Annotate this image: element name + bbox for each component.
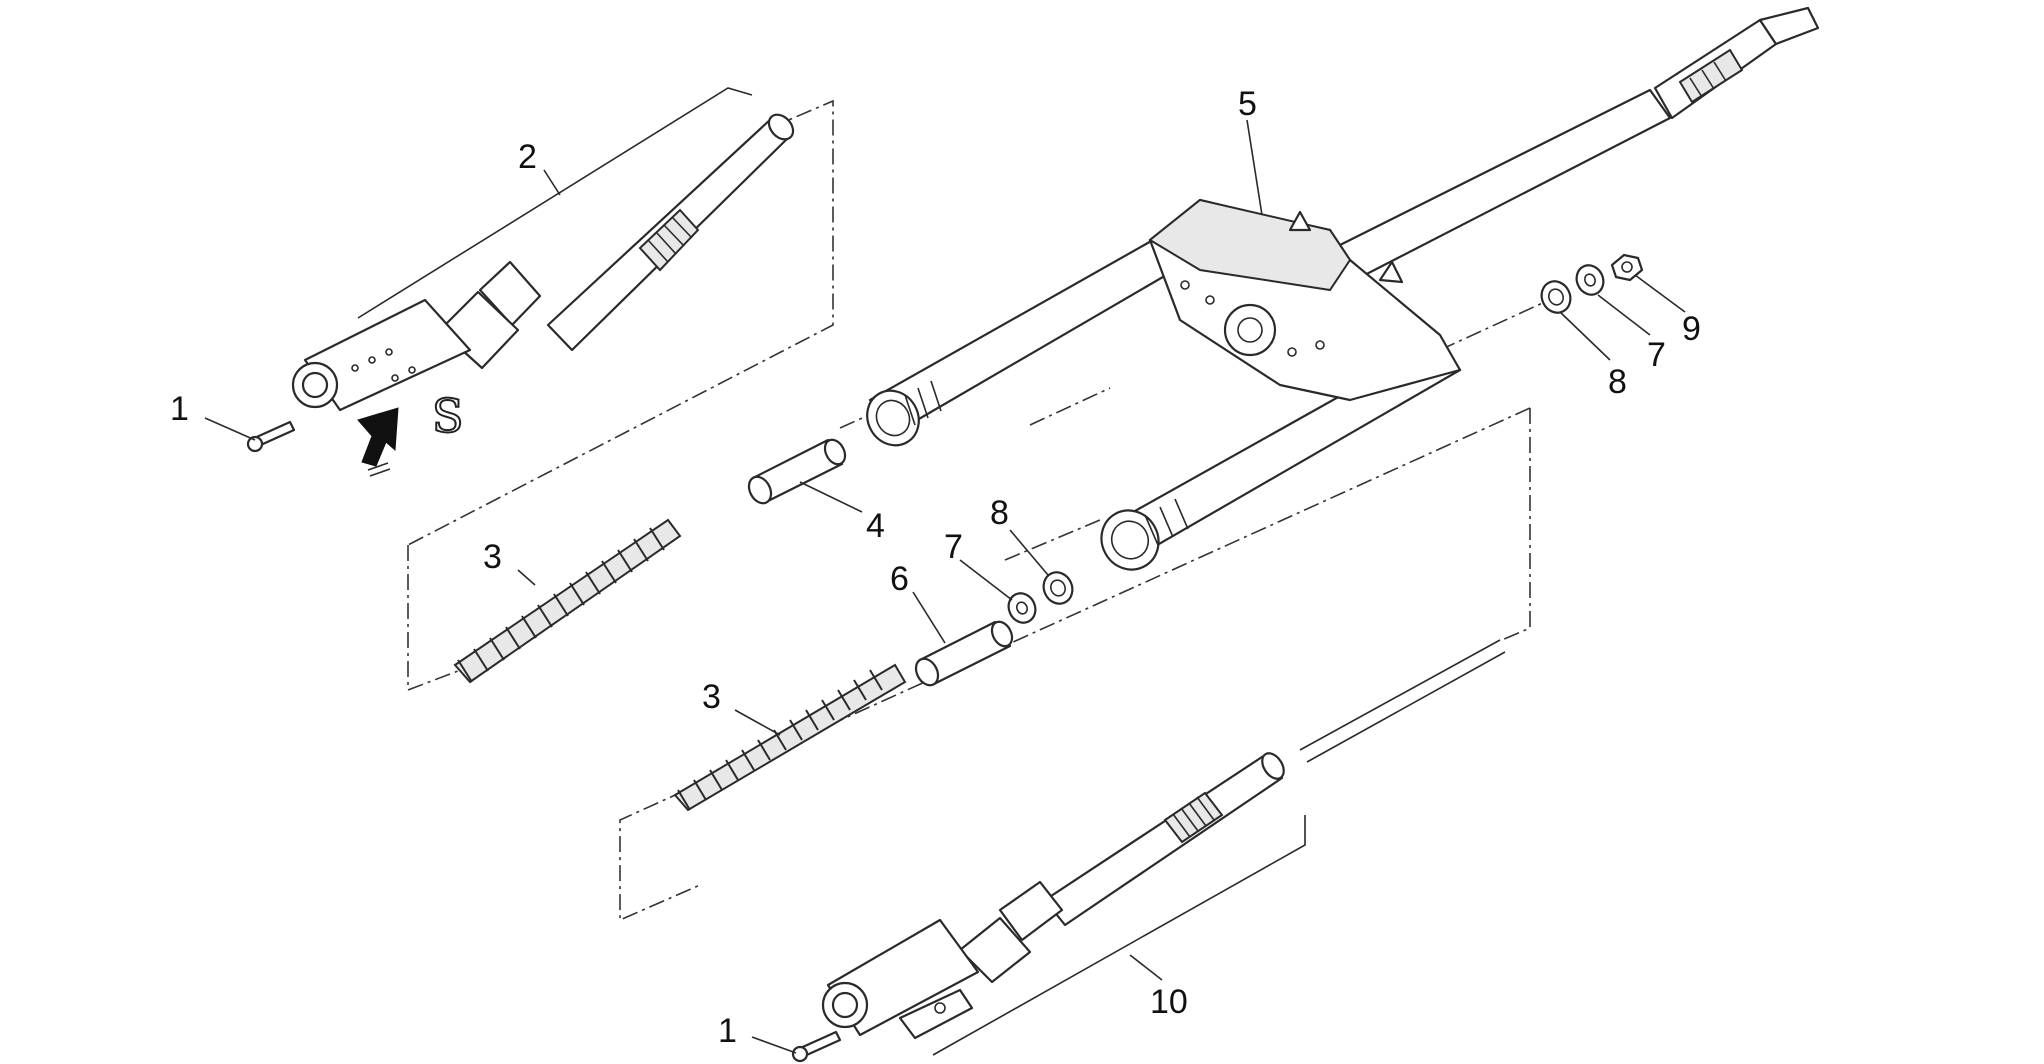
callout-1-lower: 1 [718, 1012, 737, 1050]
callout-8-upper: 8 [1608, 363, 1627, 401]
alignment-lines [407, 99, 1561, 922]
spring-upper [453, 518, 682, 684]
fork-leg-upper [291, 113, 795, 412]
callout-8-lower: 8 [990, 494, 1009, 532]
washer-8-upper [1540, 280, 1572, 314]
callout-labels: 1 2 3 4 5 6 7 8 3 8 7 9 10 1 [170, 85, 1701, 1050]
callout-3-upper: 3 [483, 538, 502, 576]
callout-1-upper: 1 [170, 390, 189, 428]
bushing-4 [747, 438, 847, 505]
washer-7-lower [1007, 592, 1037, 624]
callout-6: 6 [890, 560, 909, 598]
fork-leg-lower [821, 639, 1506, 1040]
lubricate-symbol: S [432, 389, 464, 443]
fork-crown-steerer [866, 6, 1820, 571]
washer-7-upper [1575, 264, 1605, 296]
up-arrow-icon [357, 407, 399, 467]
screw-upper [246, 420, 296, 453]
lubricate-indicator: S [357, 388, 465, 477]
callout-10: 10 [1150, 983, 1188, 1021]
leader-lines [204, 87, 1686, 1056]
callout-9: 9 [1682, 310, 1701, 348]
washer-8-lower [1042, 571, 1074, 605]
spring-lower [673, 663, 907, 812]
nut-9 [1610, 253, 1644, 282]
callout-4: 4 [866, 507, 885, 545]
callout-2: 2 [518, 138, 537, 176]
callout-3-lower: 3 [702, 678, 721, 716]
callout-7-lower: 7 [944, 528, 963, 566]
callout-7-upper: 7 [1647, 336, 1666, 374]
screw-lower [791, 1030, 842, 1063]
callout-5: 5 [1238, 85, 1257, 123]
bushing-6 [914, 620, 1014, 687]
